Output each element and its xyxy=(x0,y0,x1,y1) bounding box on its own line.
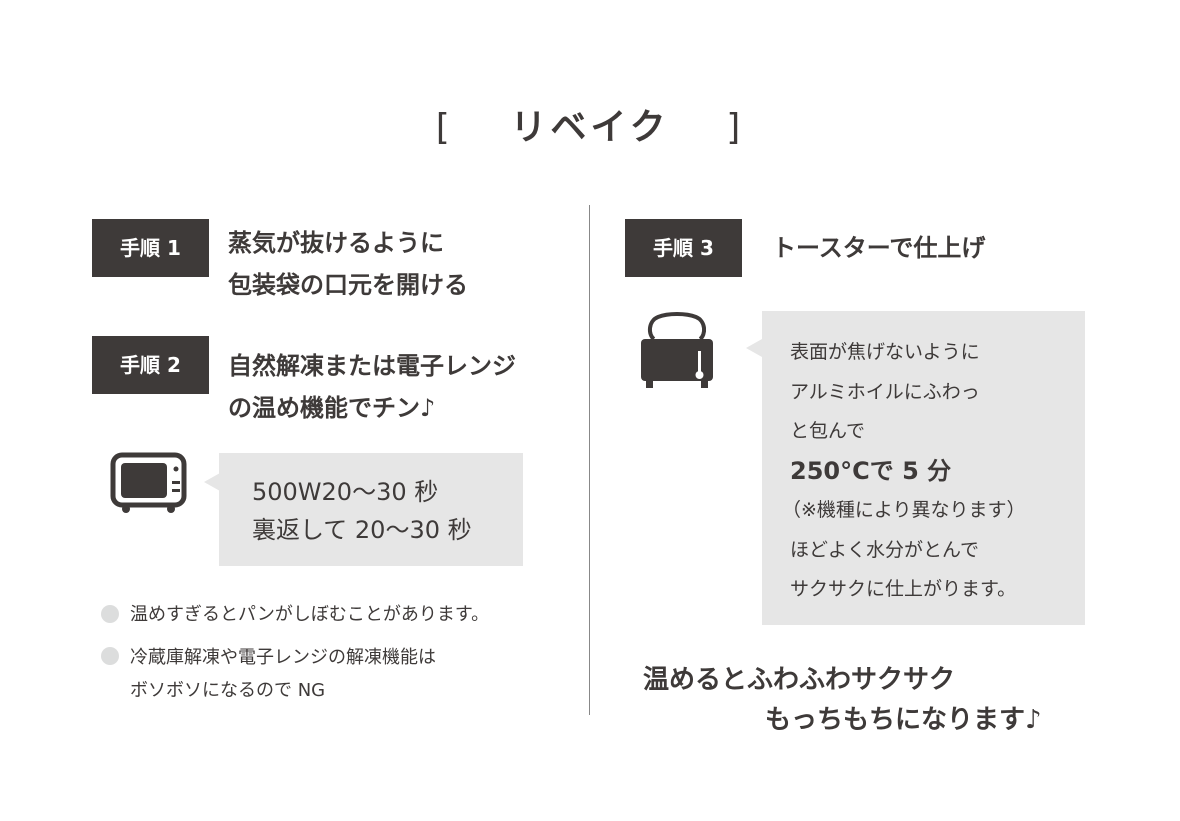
closing-line-2: もっちもちになります♪ xyxy=(765,705,1042,735)
step1-badge: 手順 1 xyxy=(92,219,209,277)
divider xyxy=(589,205,590,715)
page-title: [ リベイク ] xyxy=(435,107,745,148)
note-item: 冷蔵庫解凍や電子レンジの解凍機能は ボソボソになるので NG xyxy=(130,647,436,701)
step2-badge: 手順 2 xyxy=(92,336,209,394)
step1-text: 蒸気が抜けるように 包装袋の口元を開ける xyxy=(228,229,468,299)
bullet-icon xyxy=(101,605,119,623)
closing-line-1: 温めるとふわふわサクサク xyxy=(643,665,956,695)
speech-pointer xyxy=(204,473,220,491)
microwave-box: 500W20〜30 秒 裏返して 20〜30 秒 xyxy=(219,453,523,566)
speech-pointer xyxy=(746,339,762,357)
step3-title: トースターで仕上げ xyxy=(772,234,986,262)
bullet-icon xyxy=(101,647,119,665)
toaster-icon xyxy=(641,312,713,388)
toaster-box: 表面が焦げないように アルミホイルにふわっ と包んで 250°Cで 5 分 （※… xyxy=(762,311,1085,625)
microwave-icon xyxy=(110,452,187,513)
step2-text: 自然解凍または電子レンジ の温め機能でチン♪ xyxy=(228,352,516,422)
step3-badge: 手順 3 xyxy=(625,219,742,277)
note-item: 温めすぎるとパンがしぼむことがあります。 xyxy=(130,604,490,625)
